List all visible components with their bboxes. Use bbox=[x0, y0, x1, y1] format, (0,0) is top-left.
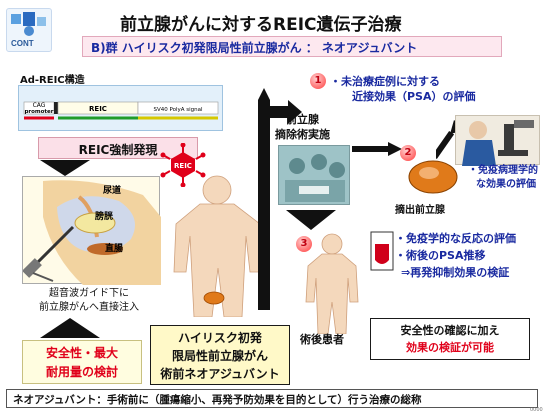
up-arrow-icon bbox=[40, 318, 100, 338]
step-1-badge: 1 bbox=[310, 73, 326, 89]
microscope-photo bbox=[455, 115, 540, 166]
logo: CONT bbox=[6, 8, 52, 52]
patient-line-1: ハイリスク初発 bbox=[178, 331, 262, 345]
down-arrow-icon-2 bbox=[286, 210, 336, 230]
page-number: 0000 bbox=[530, 407, 543, 413]
patient-figure bbox=[173, 175, 263, 317]
anatomy-drawing: 尿道 膀胱 直腸 bbox=[22, 180, 161, 285]
pathology-eval-text: ・免疫病理学的 な効果の評価 bbox=[468, 164, 538, 192]
reic-expression-label: REIC強制発現 bbox=[38, 137, 198, 159]
prostatectomy-line-2: 摘除術実施 bbox=[275, 128, 330, 141]
anatomy-illustration: 尿道 膀胱 直腸 bbox=[22, 176, 161, 285]
safety-line-2: 耐用量の検討 bbox=[45, 365, 118, 379]
microscope-drawing bbox=[462, 120, 534, 166]
vector-diagram: CAG promoter REIC SV40 PolyA signal bbox=[23, 101, 219, 120]
cag-label: CAG bbox=[33, 102, 46, 109]
promoter-label: promoter bbox=[24, 109, 53, 115]
down-arrow-icon bbox=[40, 160, 90, 176]
safety-dose-box: 安全性・最大 耐用量の検討 bbox=[22, 340, 142, 384]
page-title: 前立腺がんに対するREIC遺伝子治療 bbox=[120, 15, 402, 35]
prostatectomy-line-1: 前立腺 bbox=[286, 113, 319, 126]
logo-mark-icon bbox=[11, 12, 46, 36]
virus-label: REIC bbox=[174, 162, 192, 170]
evaluation-text: ・免疫学的な反応の評価 ・術後のPSA推移 ⇒再発抑制効果の検証 bbox=[395, 230, 516, 281]
urethra-label: 尿道 bbox=[103, 184, 121, 196]
resected-prostate-icon bbox=[408, 160, 458, 194]
patient-line-3: 術前ネオアジュバント bbox=[160, 367, 280, 381]
rectum-label: 直腸 bbox=[105, 242, 123, 254]
blood-sample-icon bbox=[370, 231, 394, 271]
resected-prostate-label: 摘出前立腺 bbox=[395, 205, 445, 216]
pathology-line-2: な効果の評価 bbox=[476, 179, 536, 190]
surgery-drawing bbox=[285, 154, 345, 202]
caption-line-2: 前立腺がんへ直接注入 bbox=[39, 302, 139, 313]
post-op-patient-figure bbox=[305, 233, 359, 334]
safety2-line-1: 安全性の確認に加え bbox=[400, 324, 500, 337]
footnote: ネオアジュバント：手術前に（腫瘍縮小、再発予防効果を目的として）行う治療の総称 bbox=[6, 389, 538, 408]
pathology-line-1: ・免疫病理学的 bbox=[468, 165, 538, 176]
virus-icon: REIC bbox=[160, 143, 206, 187]
eval-line-1: ・免疫学的な反応の評価 bbox=[395, 232, 516, 245]
page-subtitle: B)群 ハイリスク初発限局性前立腺がん ： ネオアジュバント bbox=[82, 36, 502, 57]
logo-text: CONT bbox=[11, 39, 34, 48]
patient-line-2: 限局性前立腺がん bbox=[171, 349, 268, 363]
prostatectomy-label: 前立腺 摘除術実施 bbox=[275, 112, 330, 142]
bladder-label: 膀胱 bbox=[94, 210, 113, 222]
patient-group-box: ハイリスク初発 限局性前立腺がん 術前ネオアジュバント bbox=[150, 325, 290, 385]
eval-line-3: ⇒再発抑制効果の検証 bbox=[401, 266, 510, 279]
step-2-badge: 2 bbox=[400, 145, 416, 161]
safety2-line-2: 効果の検証が可能 bbox=[406, 341, 494, 354]
step-1-line-1: ・未治療症例に対する bbox=[330, 75, 440, 88]
safety-line-1: 安全性・最大 bbox=[45, 346, 118, 360]
safety-efficacy-box: 安全性の確認に加え 効果の検証が可能 bbox=[370, 318, 530, 360]
post-op-patient-label: 術後患者 bbox=[300, 333, 344, 346]
step-1-line-2: 近接効果（PSA）の評価 bbox=[352, 90, 476, 103]
injection-caption: 超音波ガイド下に 前立腺がんへ直接注入 bbox=[24, 287, 154, 315]
eval-line-2: ・術後のPSA推移 bbox=[395, 249, 486, 262]
reic-gene-label: REIC bbox=[89, 105, 107, 113]
surgery-photo bbox=[278, 145, 350, 205]
polya-label: SV40 PolyA signal bbox=[153, 107, 203, 113]
vector-title: Ad-REIC構造 bbox=[20, 75, 85, 86]
step-1-text: ・未治療症例に対する 近接効果（PSA）の評価 bbox=[330, 74, 476, 104]
step-3-badge: 3 bbox=[296, 236, 312, 252]
flow-arrow bbox=[258, 88, 302, 310]
right-arrow-icon bbox=[352, 142, 402, 156]
caption-line-1: 超音波ガイド下に bbox=[49, 288, 129, 299]
